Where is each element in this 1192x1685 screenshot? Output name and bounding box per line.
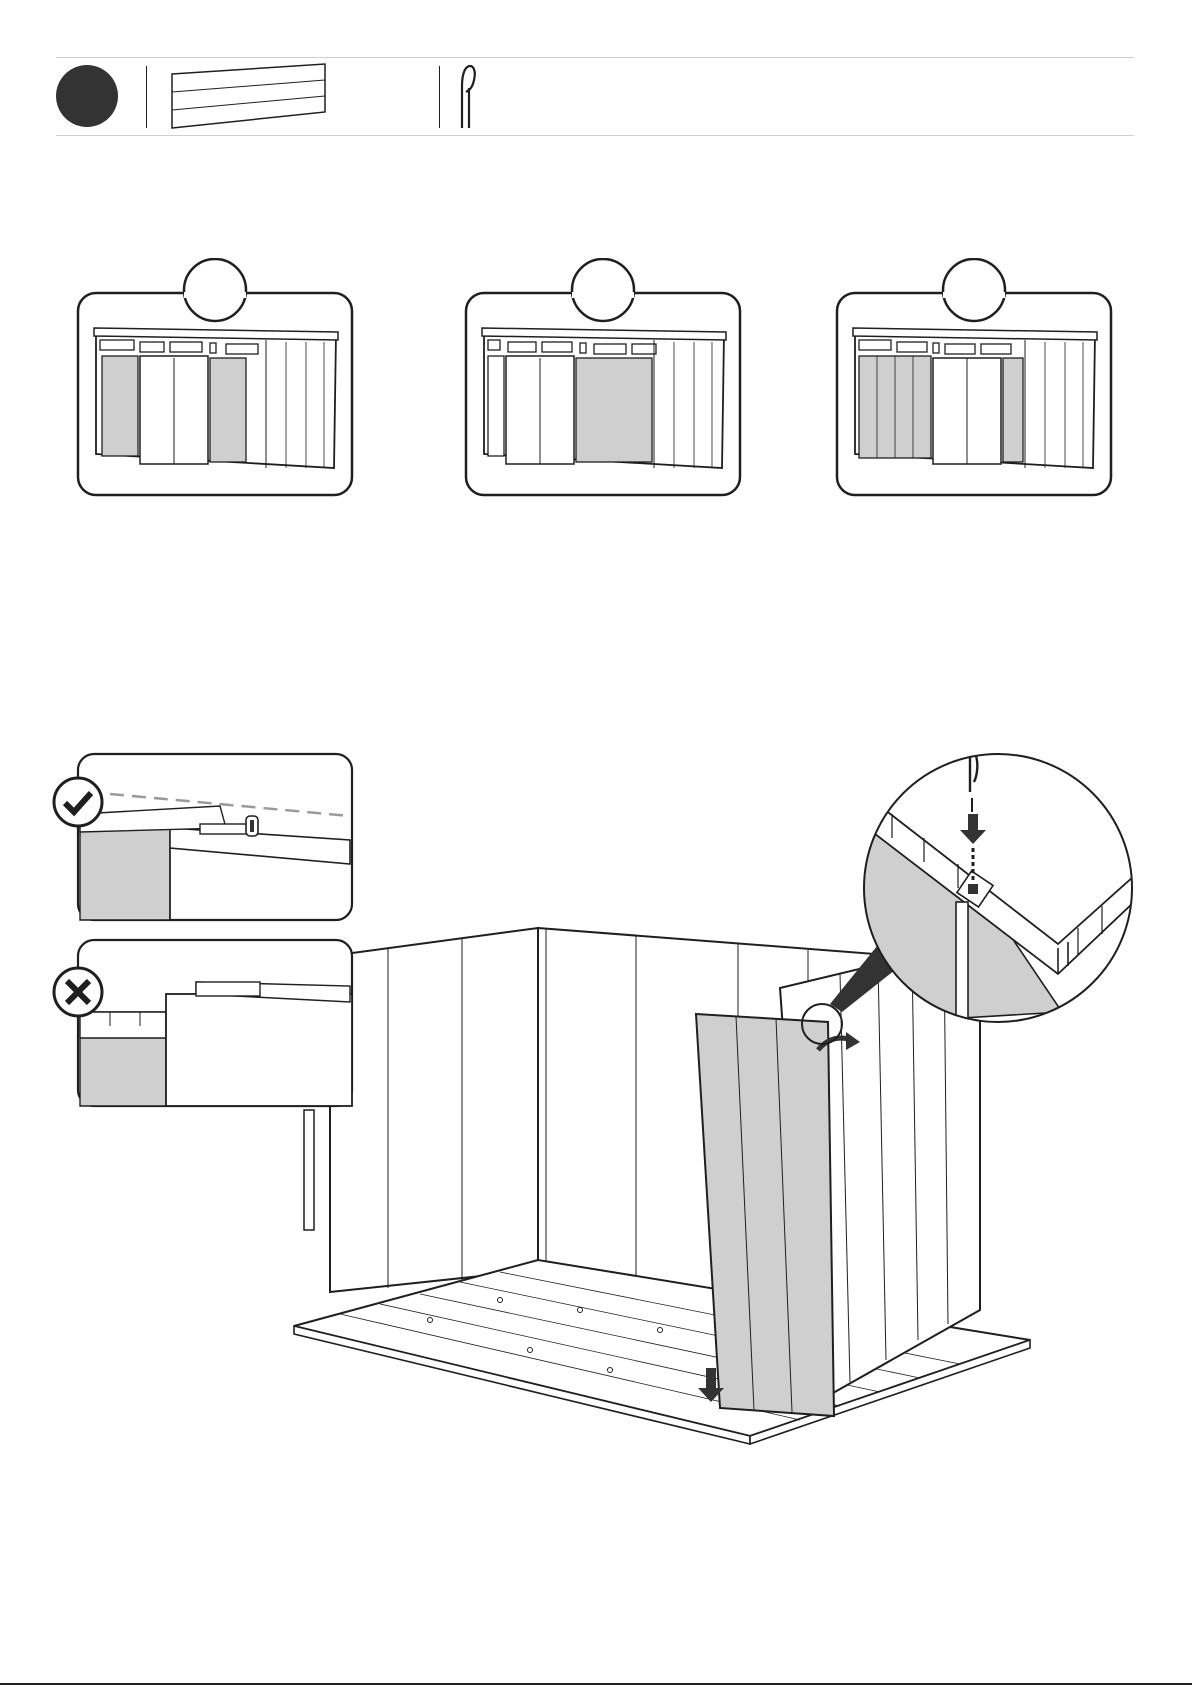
cross-icon bbox=[52, 966, 104, 1018]
checkmark-icon bbox=[52, 776, 104, 828]
header-bottom-rule bbox=[56, 135, 1134, 136]
shed-variant-card-b bbox=[464, 258, 744, 498]
incorrect-alignment-detail bbox=[50, 938, 356, 1110]
header-top-rule bbox=[56, 57, 1134, 58]
header-divider bbox=[146, 66, 147, 128]
shed-variant-card-c bbox=[835, 258, 1115, 498]
step-number-badge bbox=[55, 64, 119, 128]
pin-insertion-detail bbox=[862, 752, 1134, 1024]
locking-pin-part-icon bbox=[452, 62, 482, 132]
shed-variant-card-a bbox=[76, 258, 356, 498]
wall-panel-part-icon bbox=[170, 62, 330, 132]
header-divider bbox=[439, 66, 440, 128]
